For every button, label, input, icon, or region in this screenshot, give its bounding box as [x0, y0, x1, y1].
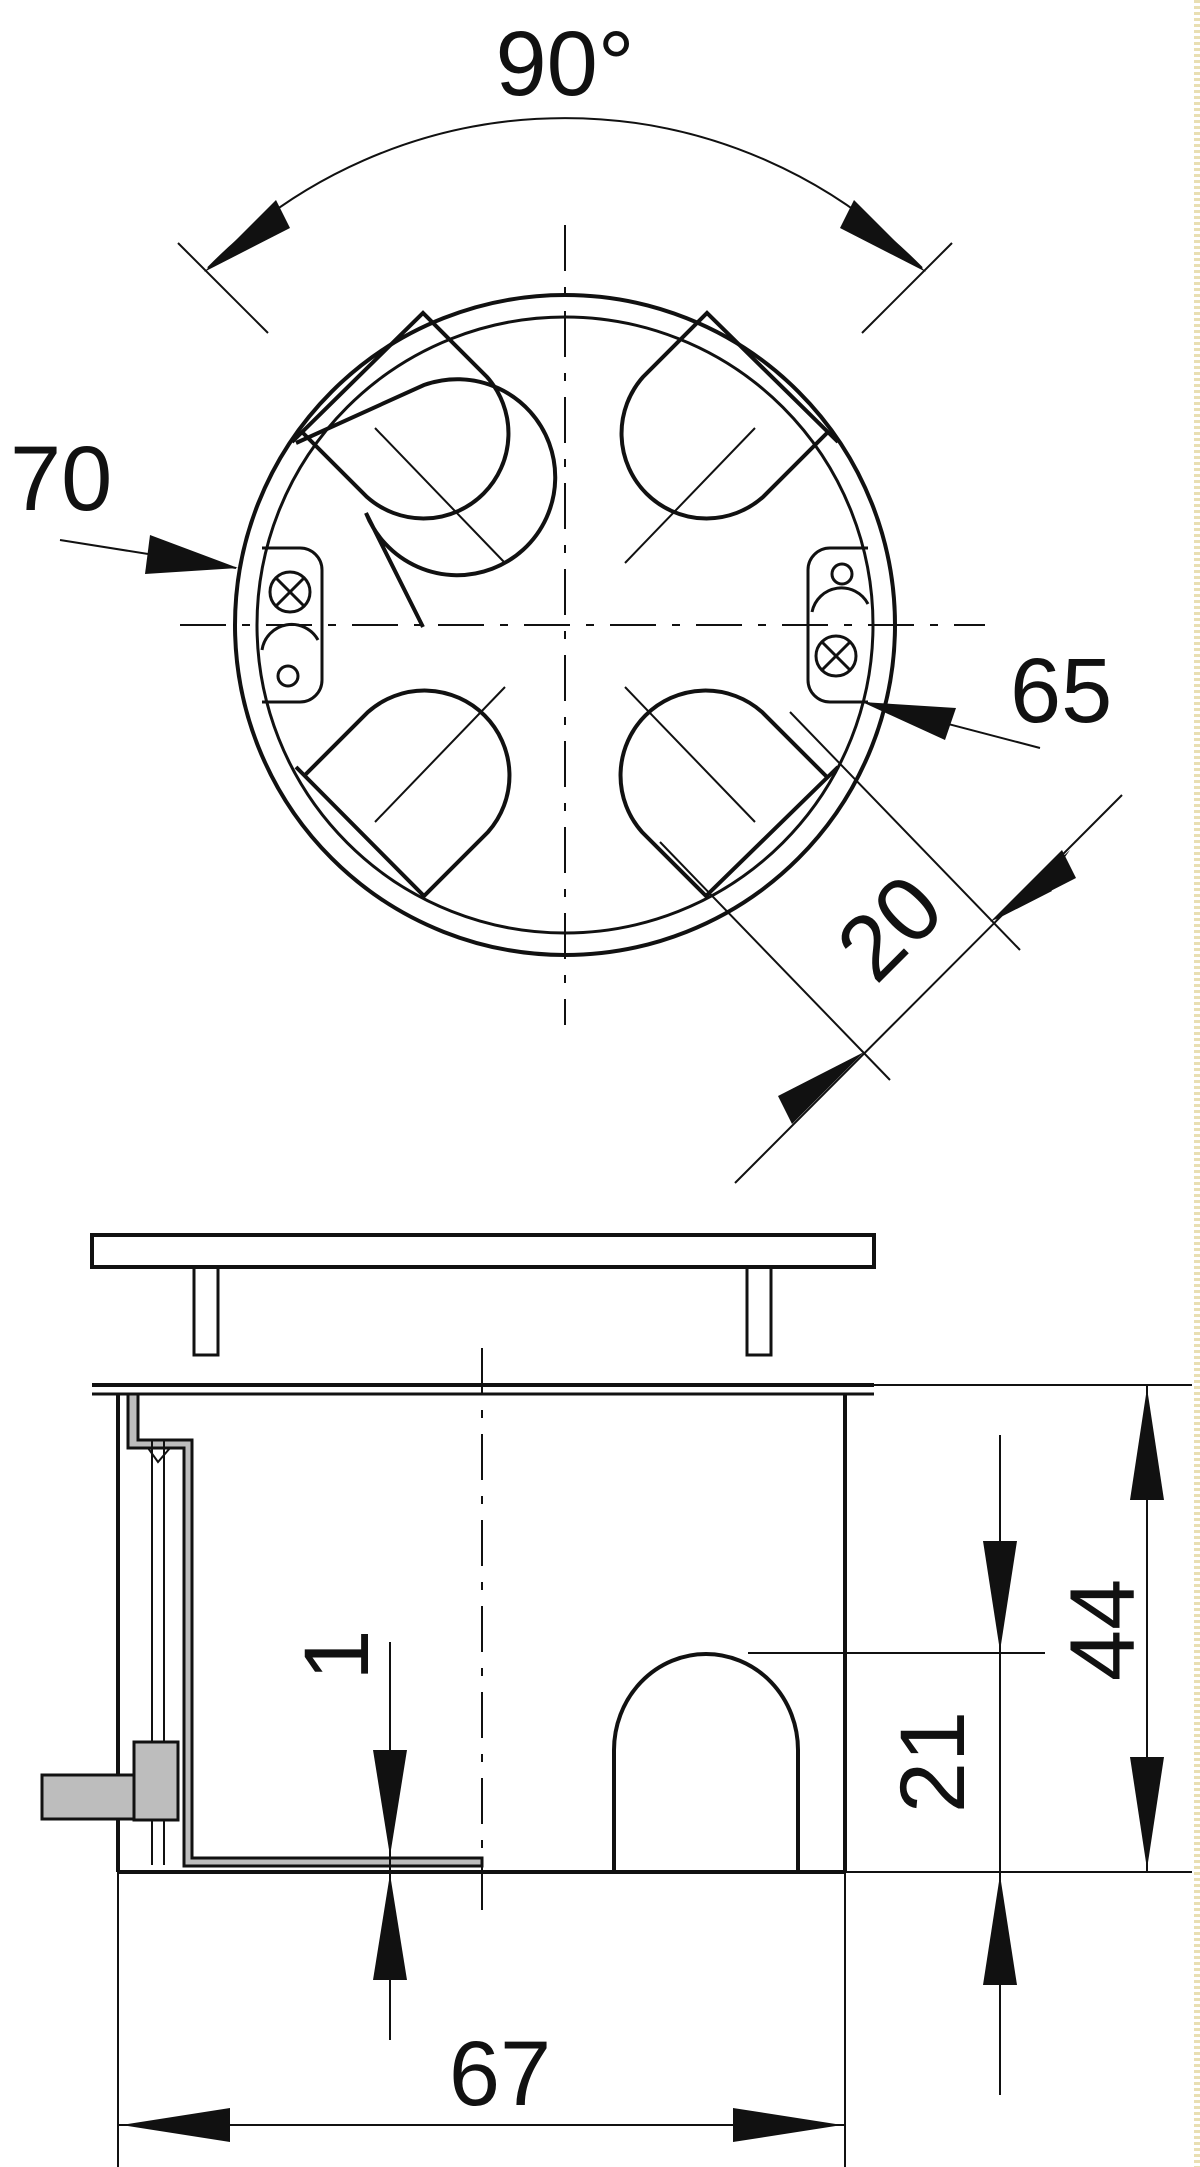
entry-height-label: 21 — [882, 1711, 984, 1813]
cable-entry-opening — [612, 1652, 800, 1872]
width-dimension: 67 — [117, 1872, 846, 2167]
height-dimensions: 44 21 — [748, 1384, 1192, 2095]
wall-thickness-label: 1 — [286, 1629, 388, 1680]
angle-label: 90° — [495, 13, 634, 115]
outer-diameter-callout: 70 — [10, 428, 238, 574]
outer-rim — [233, 293, 897, 957]
width-label: 67 — [449, 2023, 551, 2125]
inner-diameter-callout: 65 — [862, 640, 1112, 749]
knockout-bottom-right — [618, 686, 840, 899]
page-edge-strip — [1194, 0, 1200, 2167]
screw-boss-left — [260, 546, 324, 704]
knockout-width-dimension: 20 — [659, 711, 1123, 1184]
knockout-bottom-left — [294, 686, 512, 899]
inner-diameter-label: 65 — [1010, 640, 1112, 742]
top-view: 90° 70 65 20 — [10, 13, 1123, 1184]
depth-label: 44 — [1052, 1579, 1154, 1681]
knockout-top-left — [290, 310, 558, 628]
knockout-top-right — [619, 310, 840, 564]
inner-rim — [255, 315, 875, 935]
box-body — [40, 1348, 874, 1910]
cover-lid — [90, 1233, 876, 1357]
wall-thickness-dimension: 1 — [286, 1629, 407, 2040]
outer-diameter-label: 70 — [10, 428, 112, 530]
knockout-width-label: 20 — [818, 856, 962, 1000]
angle-dimension: 90° — [177, 13, 953, 334]
side-view: 44 21 1 67 — [40, 1233, 1192, 2167]
screw-boss-right — [806, 546, 870, 704]
